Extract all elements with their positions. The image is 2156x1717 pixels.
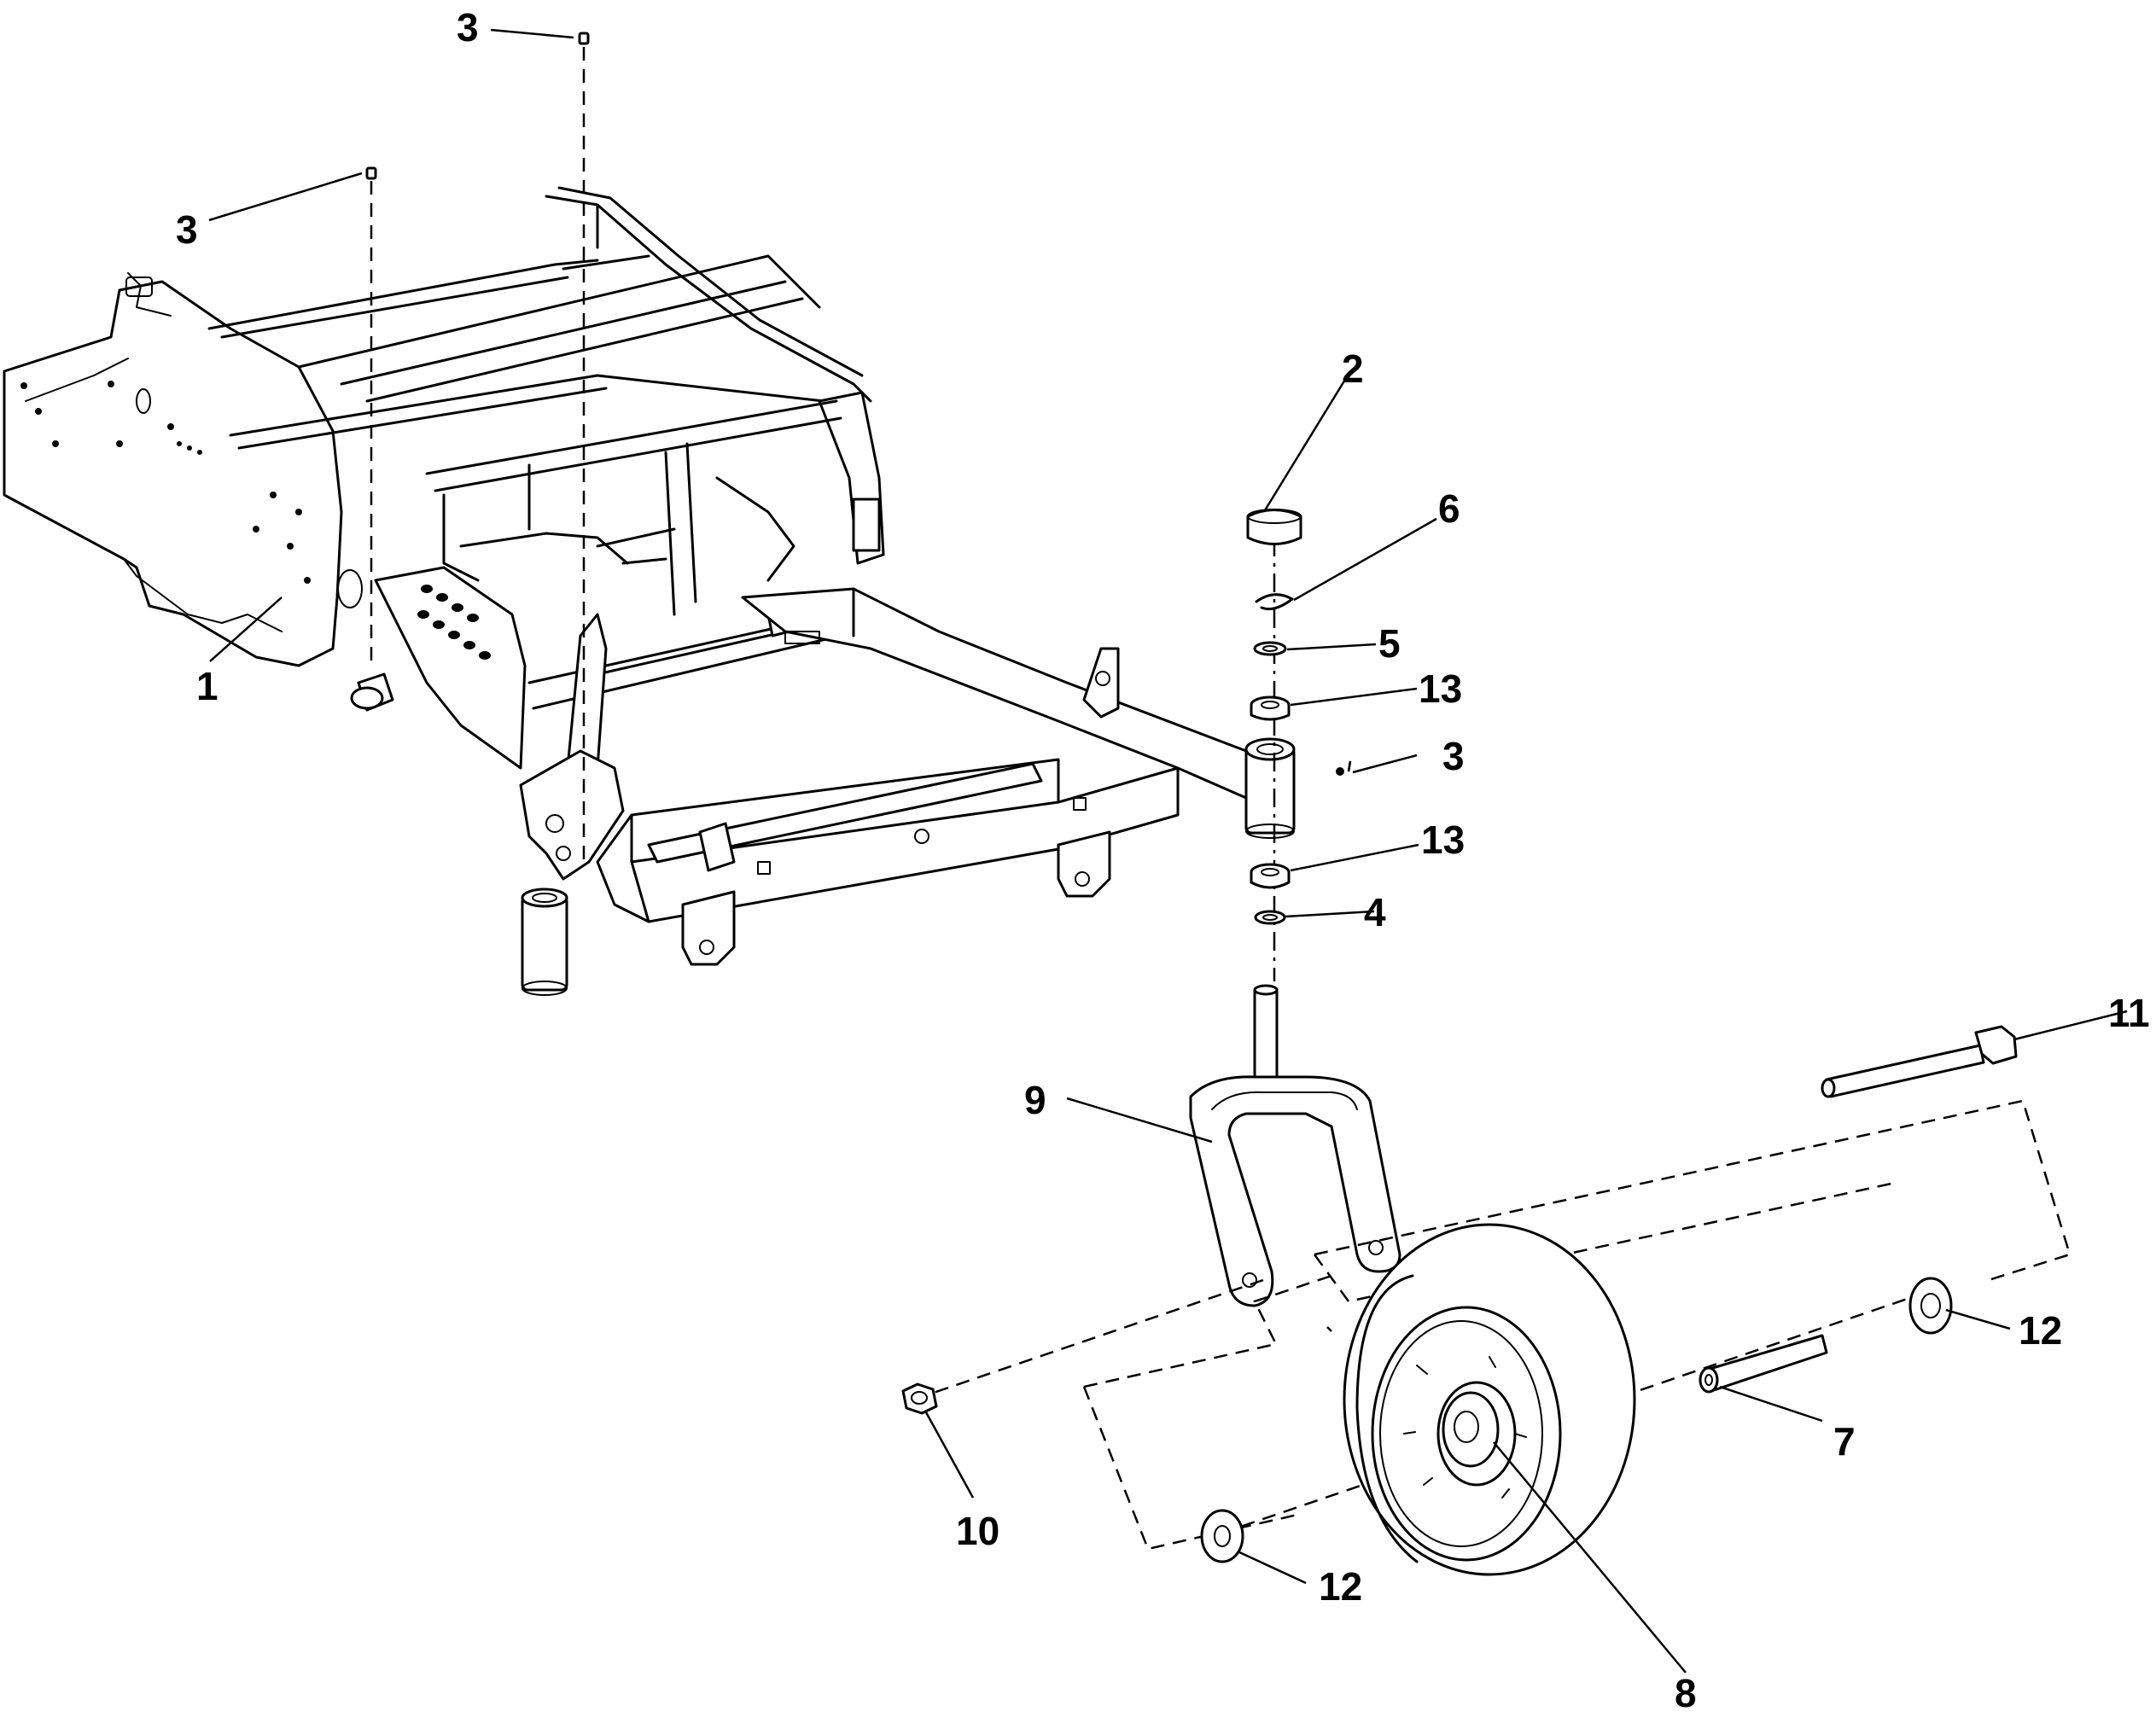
callout-13-lower: 13 (1421, 818, 1465, 862)
callout-5: 5 (1378, 621, 1401, 666)
lock-nut (901, 1382, 938, 1415)
caster-fork (1189, 984, 1401, 1307)
callout-12-left: 12 (1319, 1564, 1362, 1609)
axle-spacer-tube (1699, 1334, 1828, 1394)
assembly-dashed-outline (925, 1099, 2072, 1551)
callout-10: 10 (956, 1509, 999, 1553)
callouts: 1 2 3 3 3 4 5 6 7 8 9 10 11 12 12 13 13 (176, 5, 2150, 1715)
callout-3-right: 3 (1442, 734, 1465, 778)
leader-lines (208, 28, 2128, 1673)
callout-11: 11 (2108, 991, 2150, 1035)
callout-6: 6 (1438, 486, 1460, 531)
callout-12-right: 12 (2019, 1308, 2062, 1353)
callout-9: 9 (1024, 1078, 1046, 1122)
grease-fittings-top (365, 32, 1344, 862)
callout-3-top: 3 (457, 5, 479, 49)
axle-bolt (1821, 1025, 2018, 1098)
callout-4: 4 (1364, 890, 1386, 934)
main-frame (3, 186, 1296, 996)
callout-1: 1 (196, 664, 219, 708)
pivot-hardware-stack (1246, 509, 1302, 981)
spacers (1200, 1277, 1953, 1563)
callout-2: 2 (1342, 346, 1364, 391)
callout-8: 8 (1675, 1671, 1697, 1715)
callout-3-left: 3 (176, 207, 198, 252)
caster-wheel (1343, 1223, 1636, 1576)
callout-13-upper: 13 (1419, 666, 1462, 711)
callout-7: 7 (1833, 1419, 1856, 1464)
